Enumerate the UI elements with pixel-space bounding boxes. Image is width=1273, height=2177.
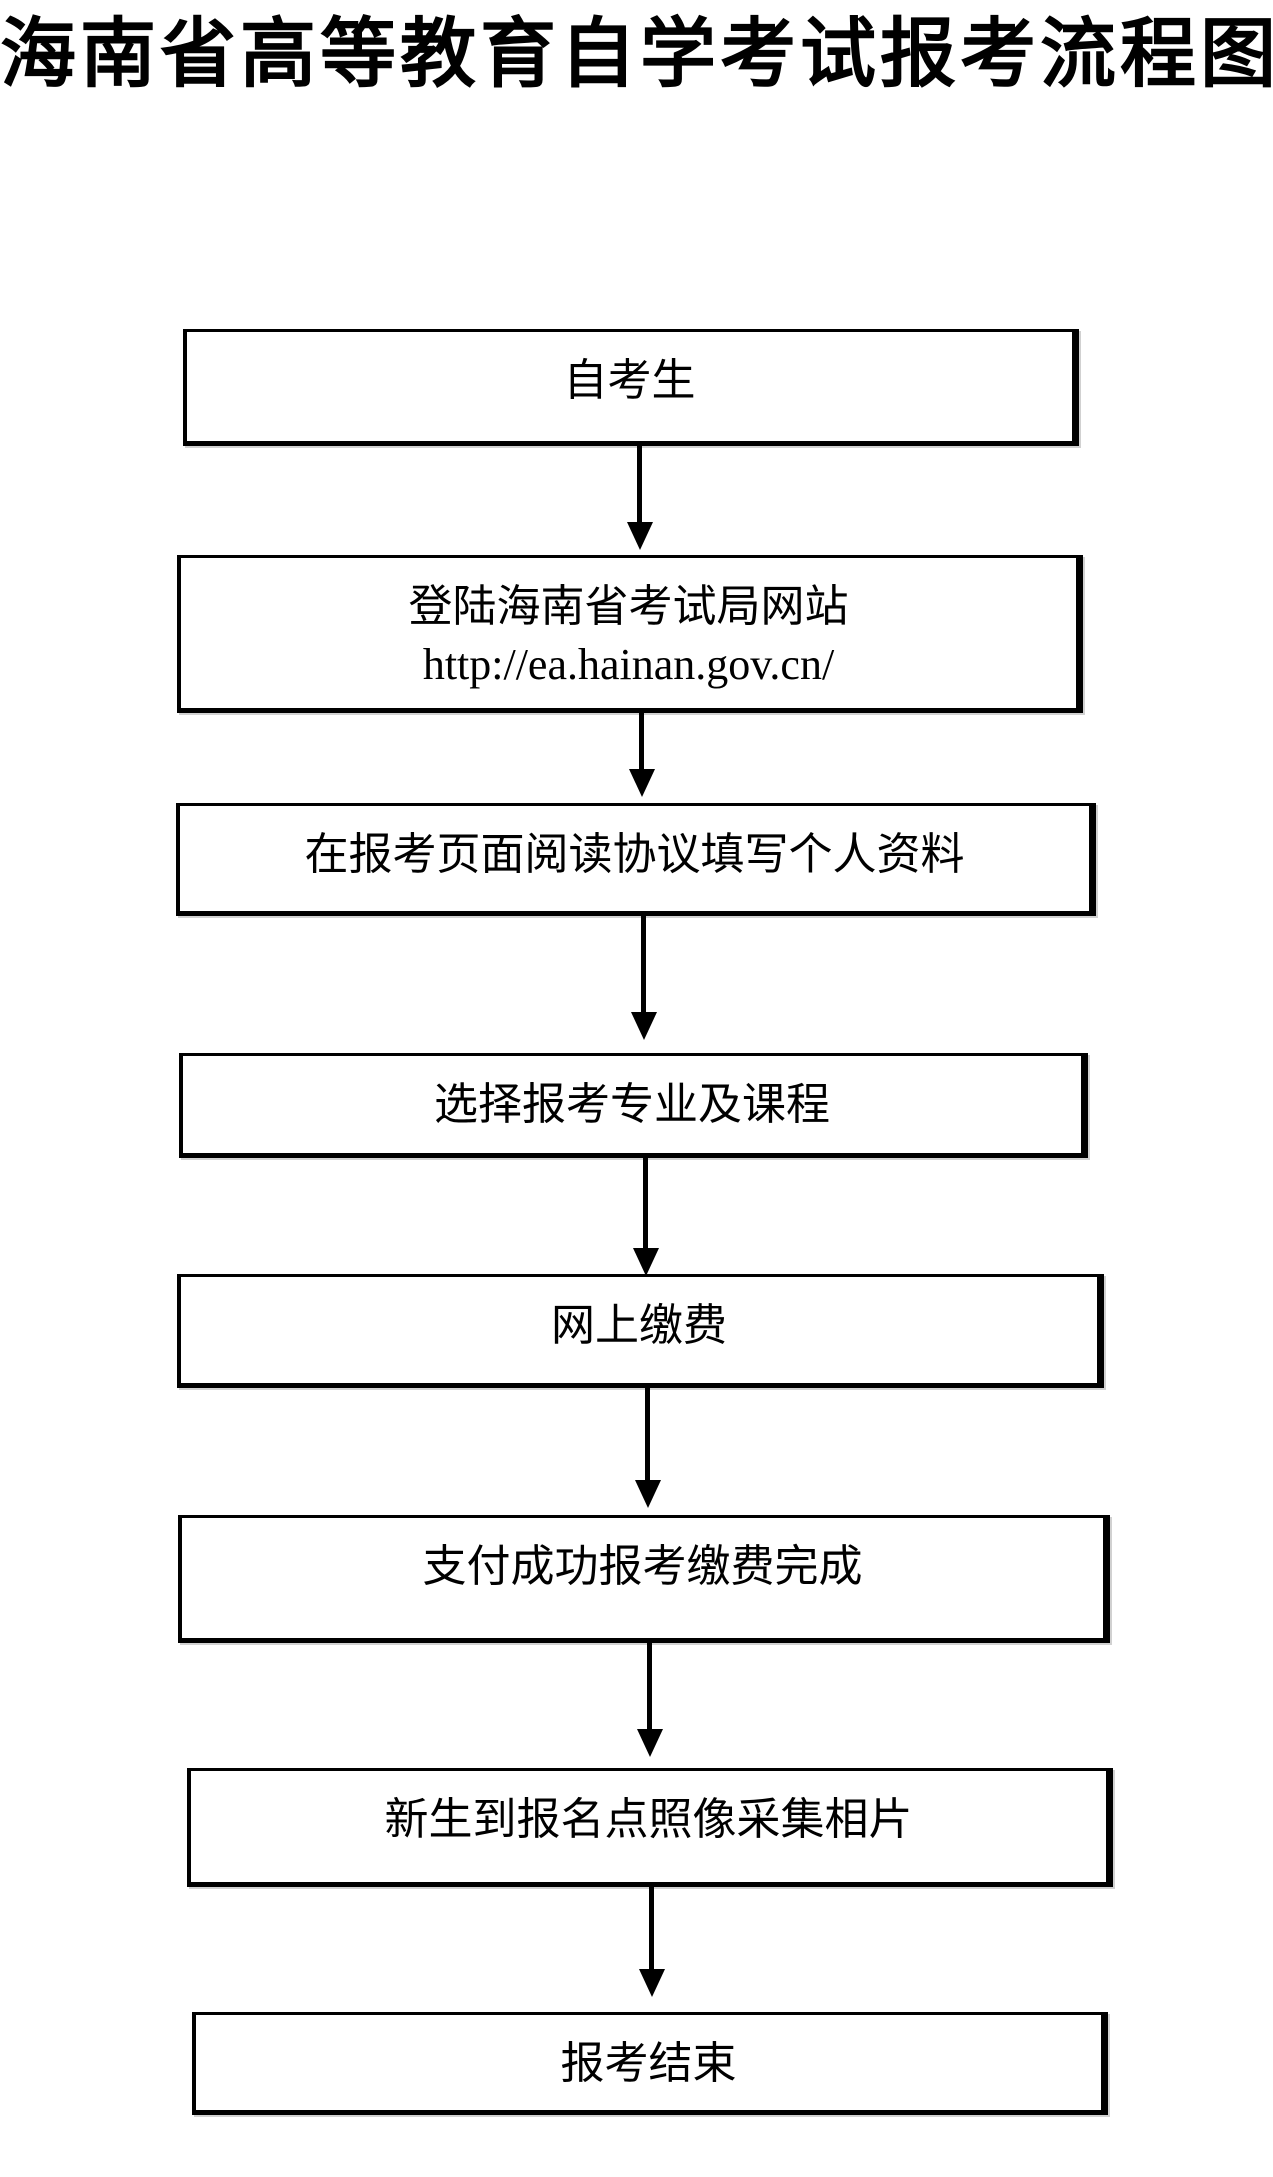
flow-step-label: 新生到报名点照像采集相片 (384, 1795, 913, 1844)
arrow-line (643, 1158, 648, 1248)
flow-step-label: 报考结束 (560, 2039, 737, 2088)
page-title: 海南省高等教育自学考试报考流程图 (0, 13, 1273, 97)
flow-step-fill-info: 在报考页面阅读协议填写个人资料 (176, 803, 1096, 916)
arrow-line (641, 916, 646, 1012)
arrow-line (645, 1388, 650, 1480)
arrow-head-icon (628, 769, 655, 797)
arrow-down-connector (638, 1887, 665, 1997)
arrow-head-icon (626, 522, 653, 550)
flow-step-finish: 报考结束 (192, 2012, 1108, 2115)
flow-step-url: http://ea.hainan.gov.cn/ (422, 640, 835, 689)
flow-step-label: 选择报考专业及课程 (434, 1080, 830, 1129)
flow-step-label: 在报考页面阅读协议填写个人资料 (304, 830, 965, 879)
arrow-head-icon (634, 1480, 661, 1508)
arrow-down-connector (630, 916, 657, 1040)
arrow-down-connector (636, 1643, 663, 1757)
arrow-line (647, 1643, 652, 1729)
arrow-down-connector (626, 446, 653, 550)
arrow-line (649, 1887, 654, 1969)
flow-step-select-courses: 选择报考专业及课程 (179, 1053, 1088, 1158)
arrow-head-icon (638, 1969, 665, 1997)
flow-step-online-payment: 网上缴费 (177, 1274, 1104, 1388)
arrow-down-connector (634, 1388, 661, 1508)
arrow-head-icon (632, 1248, 659, 1276)
flow-step-photo-capture: 新生到报名点照像采集相片 (187, 1768, 1113, 1887)
flow-step-label: 登陆海南省考试局网站 (408, 582, 849, 631)
flow-step-label: 网上缴费 (551, 1301, 727, 1350)
arrow-line (637, 446, 642, 522)
flow-step-login-website: 登陆海南省考试局网站 http://ea.hainan.gov.cn/ (177, 555, 1083, 713)
flow-step-applicant: 自考生 (183, 329, 1079, 446)
flow-step-label: 支付成功报考缴费完成 (422, 1542, 863, 1591)
flow-step-label: 自考生 (563, 356, 696, 405)
arrow-line (639, 713, 644, 769)
arrow-down-connector (632, 1158, 659, 1276)
flow-step-payment-complete: 支付成功报考缴费完成 (178, 1515, 1110, 1643)
arrow-down-connector (628, 713, 655, 797)
arrow-head-icon (630, 1012, 657, 1040)
arrow-head-icon (636, 1729, 663, 1757)
